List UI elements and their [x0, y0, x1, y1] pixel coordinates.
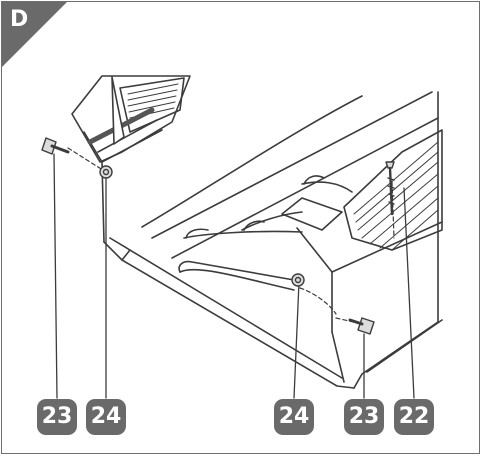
internal-ribs — [178, 175, 353, 291]
step-letter: D — [10, 7, 29, 32]
bolt-icon — [385, 161, 395, 216]
callout-badge-22: 22 — [394, 399, 434, 435]
callout-badge-23-right: 23 — [344, 399, 384, 435]
callout-badge-24-left: 24 — [86, 399, 126, 435]
callout-badge-23-left: 23 — [37, 399, 77, 435]
assembly-guides — [67, 147, 395, 325]
callout-badge-24-right: 24 — [274, 399, 314, 435]
screw-icon — [348, 317, 375, 335]
nut-icon — [291, 273, 305, 287]
leader-lines — [53, 153, 415, 399]
assembly-illustration — [41, 75, 443, 399]
step-label-triangle — [2, 2, 67, 67]
left-side-panel — [71, 75, 191, 243]
bucket-body — [103, 91, 443, 389]
right-side-grille — [343, 129, 443, 251]
nut-icon — [99, 165, 113, 179]
step-label-corner: D — [2, 2, 67, 67]
screw-icon — [41, 137, 70, 155]
